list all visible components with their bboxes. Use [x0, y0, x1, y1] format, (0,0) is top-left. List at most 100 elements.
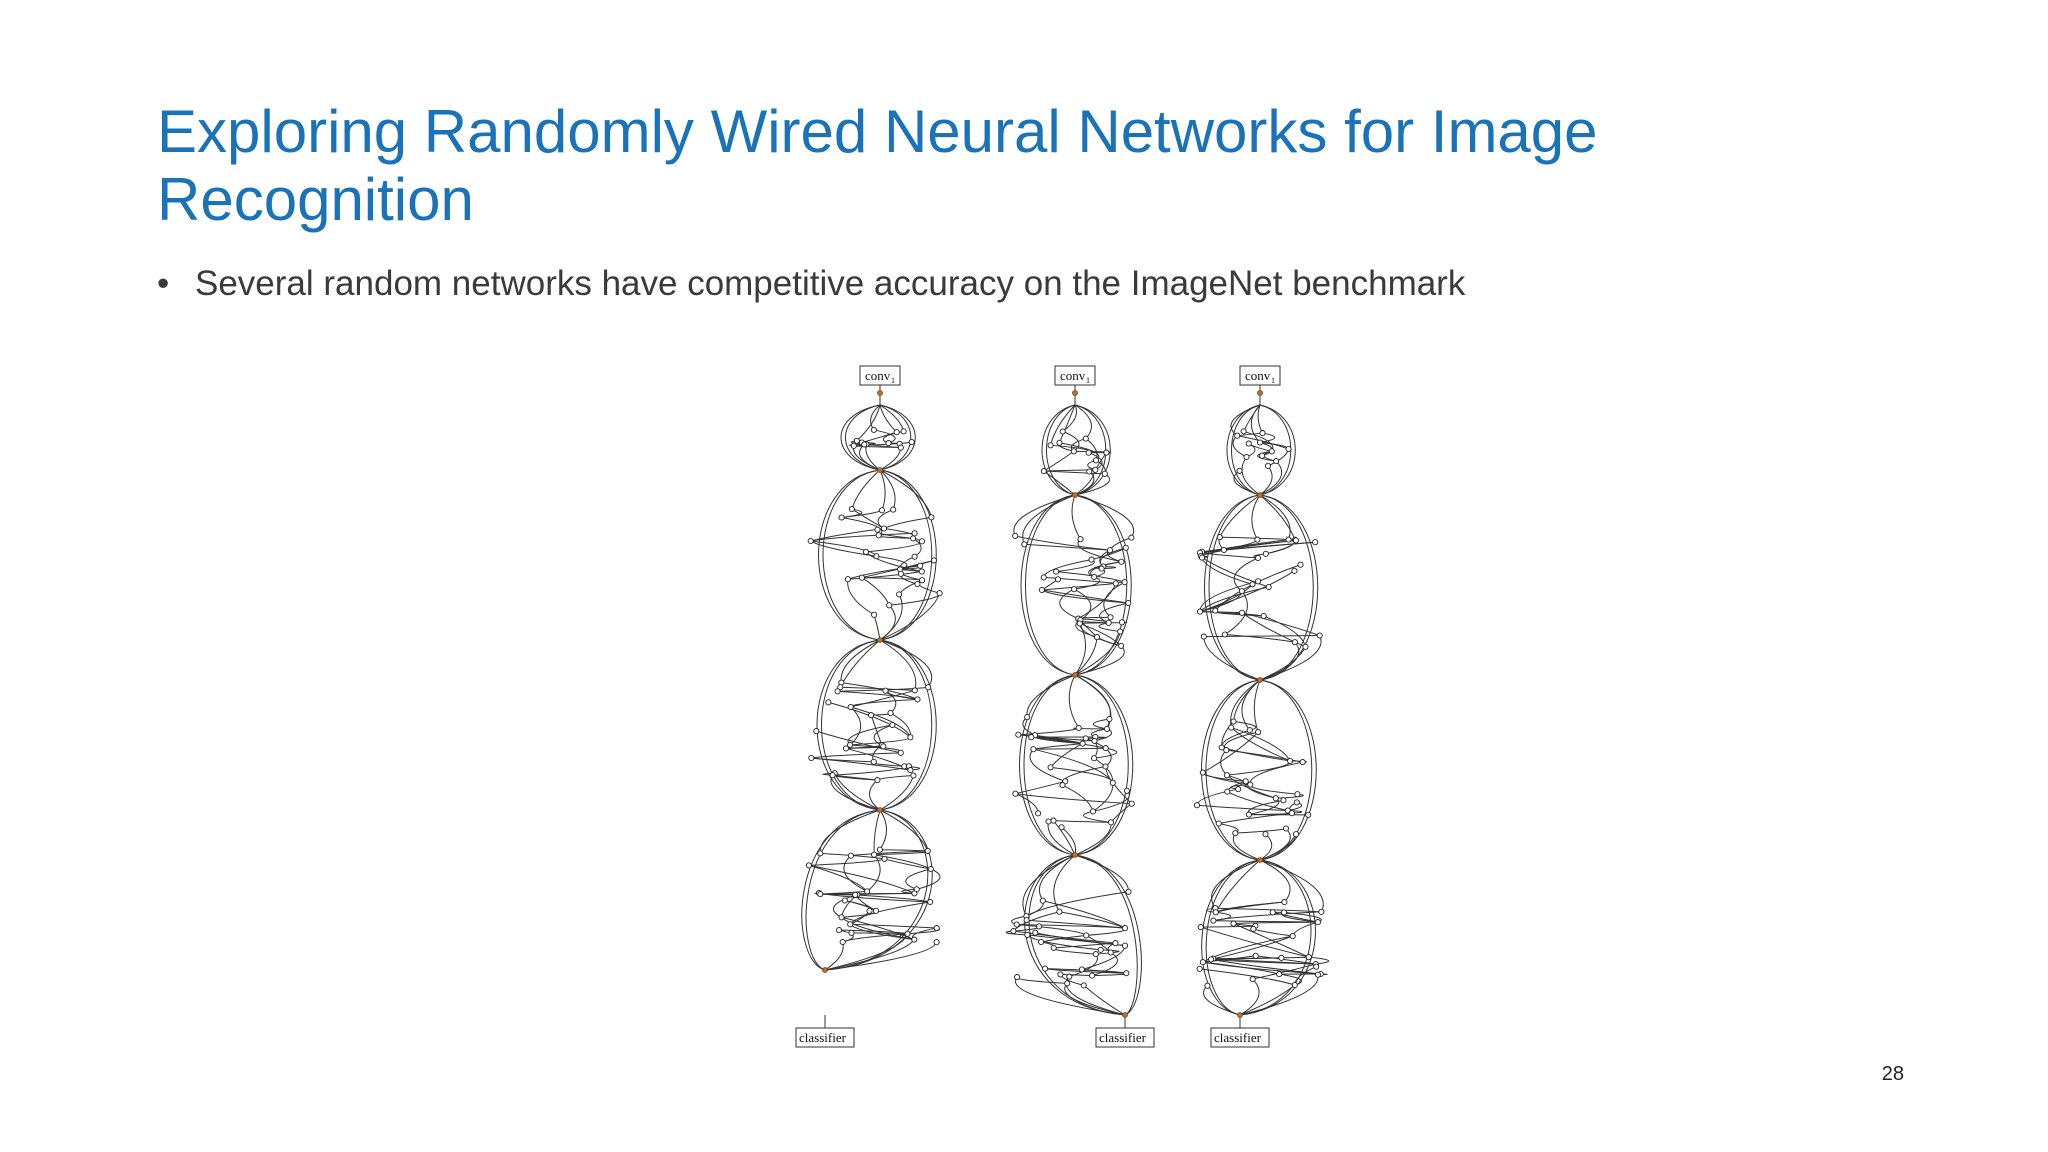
- graph-node: [1109, 779, 1116, 786]
- graph-node: [1112, 940, 1119, 947]
- graph-node: [880, 743, 887, 750]
- graph-node: [1082, 435, 1089, 442]
- graph-node: [1092, 466, 1099, 473]
- graph-node: [928, 514, 935, 521]
- graph-node: [847, 703, 854, 711]
- conv-label-subscript: 1: [891, 376, 895, 385]
- page-number: 28: [1881, 1063, 1904, 1085]
- graph-node: [918, 568, 925, 575]
- graph-node: [925, 684, 932, 691]
- graph-node: [1054, 576, 1062, 583]
- graph-node: [1021, 541, 1028, 548]
- graph-node: [897, 749, 904, 756]
- graph-node: [836, 927, 843, 934]
- graph-node: [839, 938, 846, 946]
- graph-node: [1035, 810, 1042, 817]
- graph-node: [1056, 908, 1063, 915]
- stage-output-node: [877, 807, 883, 813]
- graph-node: [872, 907, 880, 914]
- graph-node: [1242, 778, 1249, 785]
- graph-node: [848, 506, 855, 513]
- conv-label-text: conv: [865, 368, 891, 383]
- graph-node: [911, 687, 918, 694]
- graph-node: [858, 574, 865, 581]
- stage-output-node: [1257, 677, 1263, 683]
- graph-node: [1107, 614, 1114, 621]
- graph-node: [1252, 952, 1259, 959]
- graph-node: [904, 930, 911, 937]
- bullet-icon: •: [157, 264, 170, 303]
- graph-node: [1118, 558, 1125, 565]
- graph-node: [1254, 554, 1262, 562]
- graph-node: [1023, 917, 1030, 924]
- graph-node: [1125, 888, 1132, 895]
- graph-node: [1287, 757, 1294, 764]
- graph-node: [862, 548, 869, 555]
- graph-node: [897, 570, 904, 577]
- graph-node: [871, 611, 878, 618]
- graph-node: [1089, 972, 1096, 979]
- graph-node: [1234, 432, 1241, 439]
- graph-node: [1038, 938, 1045, 946]
- graph-node: [1071, 586, 1078, 593]
- graph-node: [1291, 567, 1298, 574]
- graph-node: [881, 855, 888, 862]
- graph-node: [1038, 586, 1045, 594]
- graph-node: [1230, 718, 1237, 725]
- graph-node: [1293, 799, 1300, 806]
- graph-node: [1101, 470, 1108, 477]
- graph-node: [847, 921, 854, 928]
- graph-node: [1058, 824, 1065, 831]
- graph-node: [1245, 440, 1252, 447]
- classifier-label: classifier: [1210, 1027, 1270, 1048]
- graph-node: [927, 865, 934, 873]
- network-edges: [1005, 385, 1142, 1028]
- graph-node: [1232, 830, 1239, 837]
- graph-node: [847, 741, 854, 748]
- graph-node: [917, 562, 924, 569]
- graph-node: [1012, 790, 1019, 797]
- graph-node: [1053, 568, 1060, 575]
- stage-output-node: [1257, 857, 1263, 863]
- stage-output-node: [1237, 1012, 1243, 1018]
- graph-node: [878, 507, 886, 514]
- graph-node: [1240, 428, 1247, 435]
- stage-output-node: [822, 967, 828, 973]
- graph-node: [890, 506, 897, 513]
- graph-node: [1230, 920, 1237, 927]
- graph-node: [1092, 951, 1099, 958]
- graph-node: [1272, 795, 1279, 802]
- graph-node: [1268, 448, 1275, 455]
- graph-node: [907, 734, 914, 741]
- graph-node: [808, 754, 815, 762]
- graph-node: [1318, 908, 1325, 915]
- graph-node: [1243, 453, 1250, 461]
- graph-node: [807, 537, 814, 545]
- graph-node: [1117, 628, 1124, 635]
- graph-node: [1093, 634, 1101, 641]
- graph-node: [1299, 759, 1306, 766]
- graph-node: [1123, 787, 1130, 794]
- graph-node: [908, 438, 915, 446]
- graph-node: [1204, 982, 1211, 989]
- graph-node: [1125, 599, 1132, 607]
- graph-node: [1260, 612, 1267, 620]
- graph-node: [1123, 970, 1130, 977]
- graph-node: [933, 925, 940, 932]
- graph-node: [1218, 744, 1225, 751]
- graph-node: [914, 580, 921, 588]
- graph-node: [911, 553, 918, 560]
- graph-node: [927, 898, 934, 906]
- graph-node: [893, 429, 900, 436]
- graph-node: [875, 532, 882, 539]
- graph-node: [1088, 556, 1095, 563]
- input-node: [877, 390, 883, 396]
- graph-node: [1105, 619, 1112, 626]
- graph-node: [911, 890, 918, 897]
- graph-node: [874, 777, 881, 784]
- graph-node: [866, 907, 873, 914]
- graph-node: [1238, 609, 1246, 616]
- graph-node: [1221, 631, 1228, 638]
